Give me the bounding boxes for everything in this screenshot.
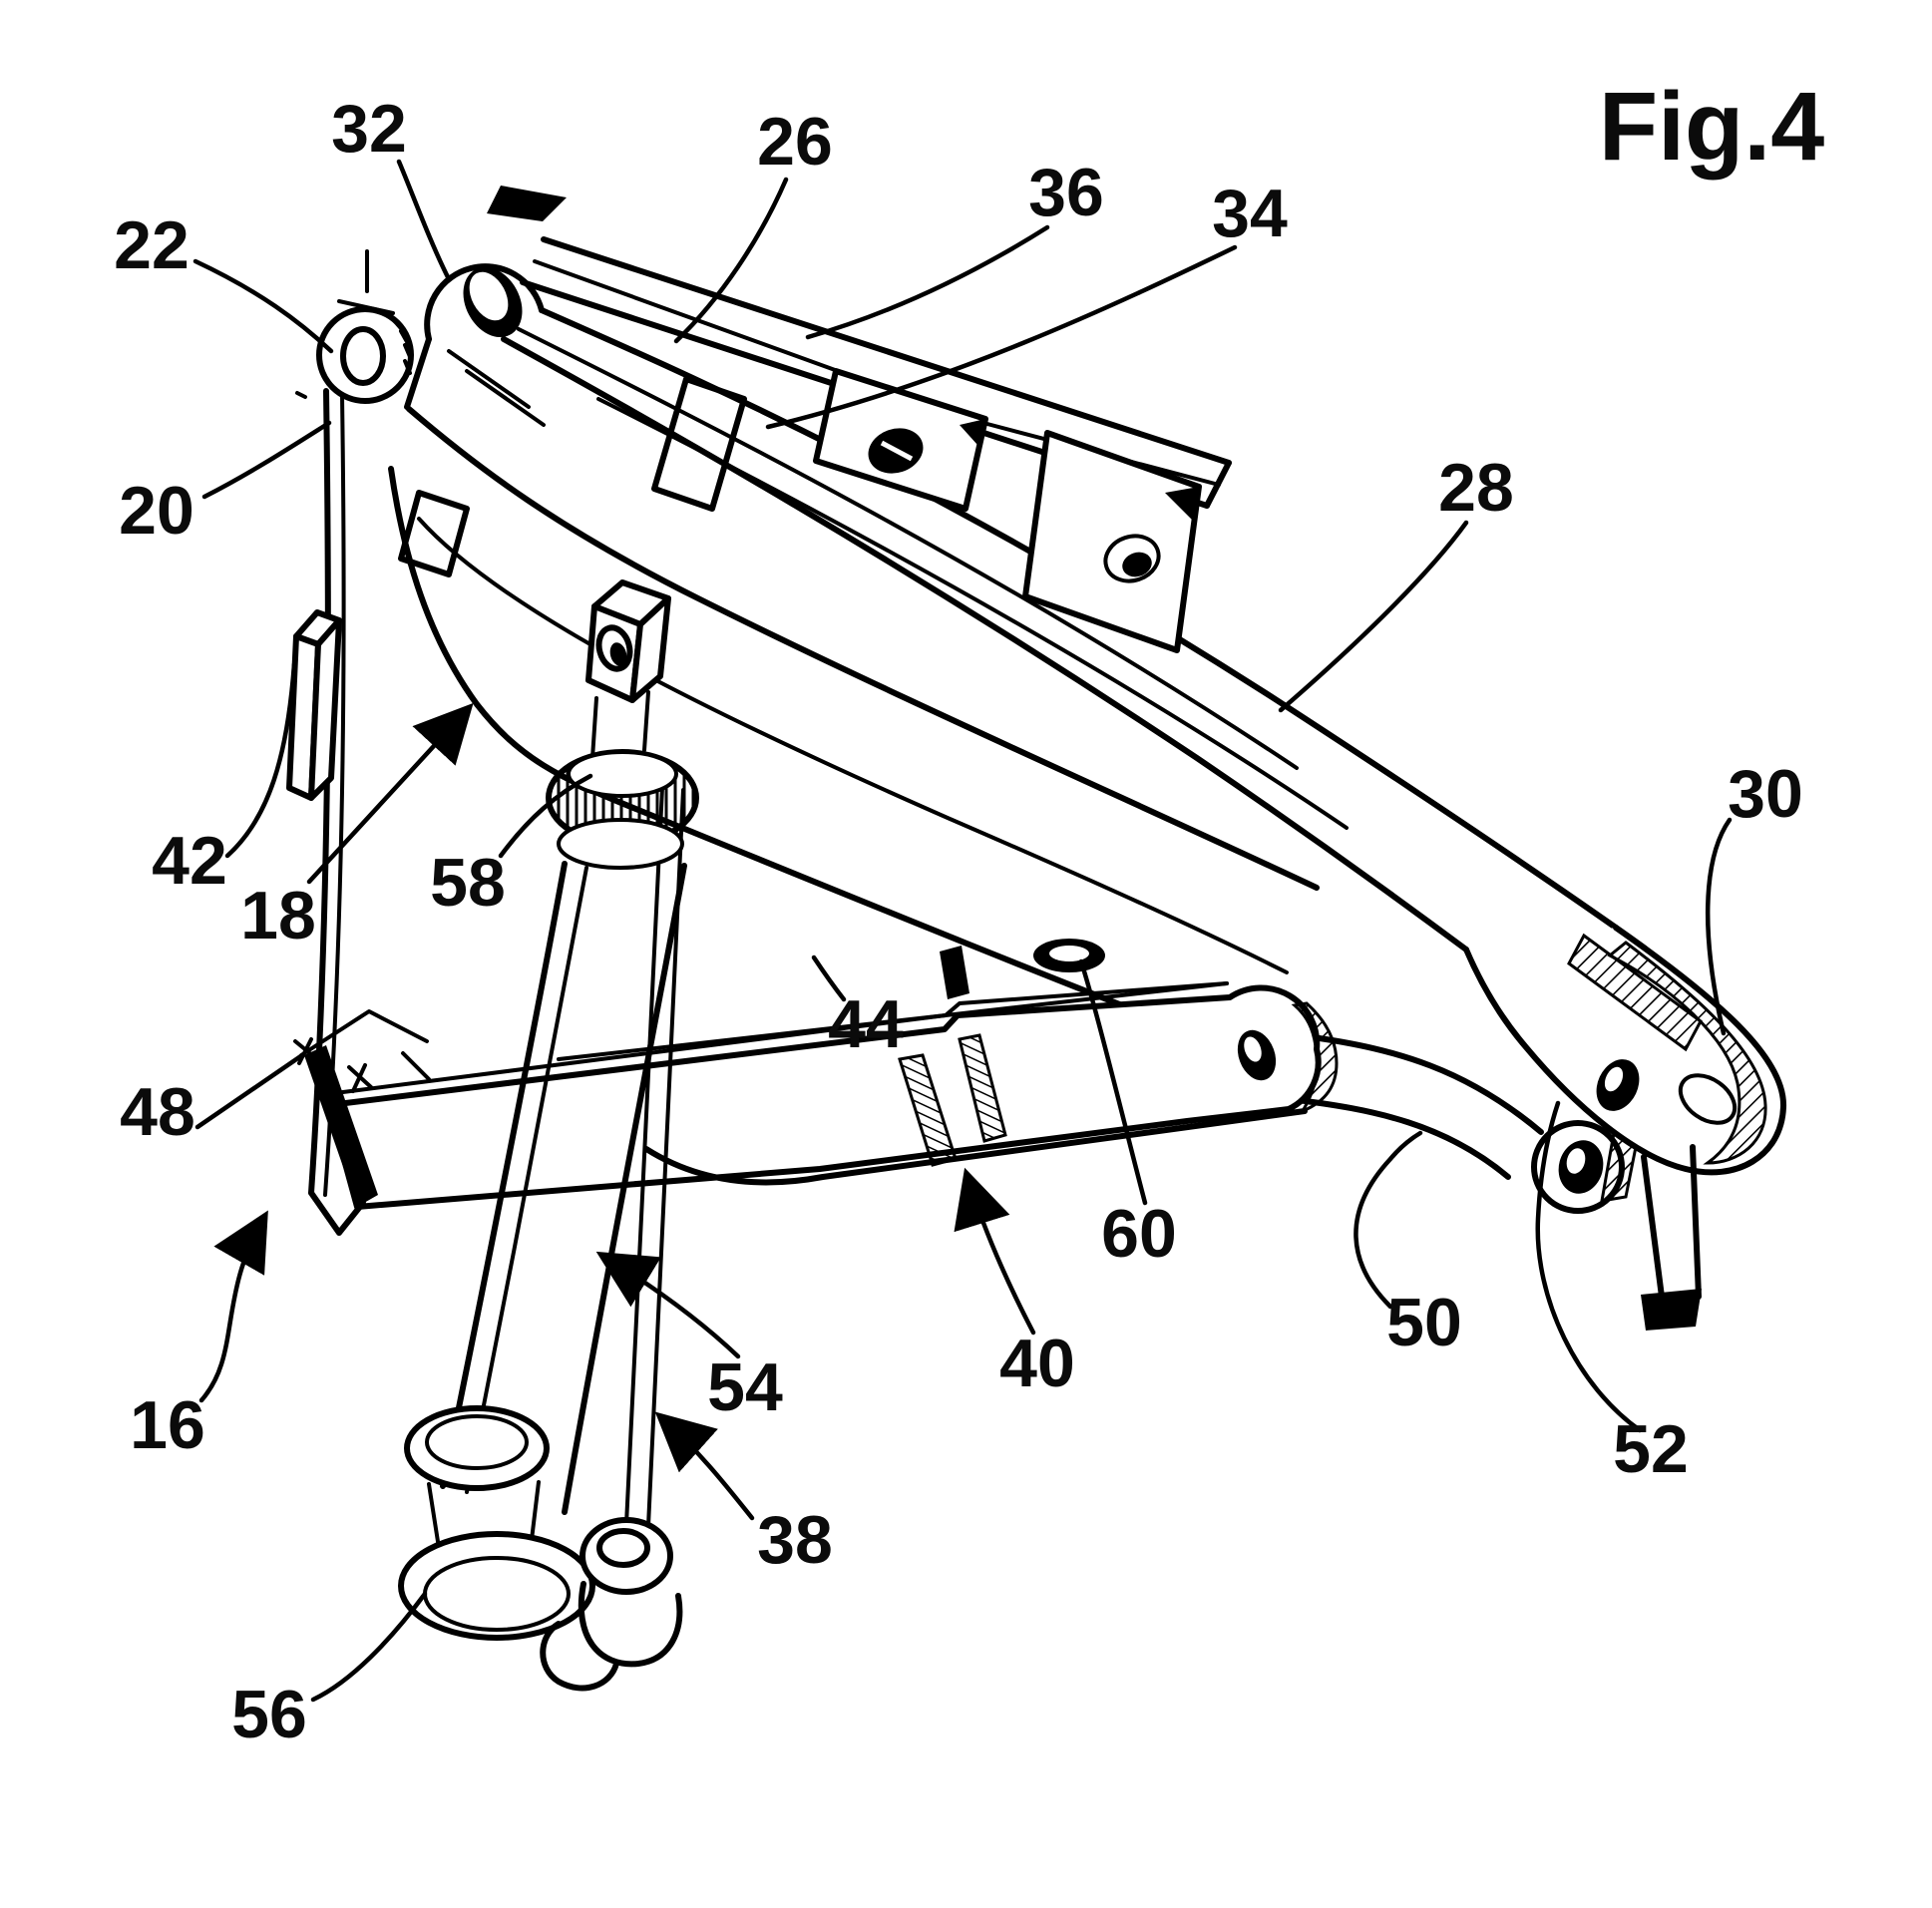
bar-44	[293, 939, 1339, 1210]
ref-label-18: 18	[240, 878, 316, 954]
leader-line-20	[201, 420, 332, 500]
hook-kidney-window	[1678, 1073, 1738, 1125]
leader-line-32	[396, 159, 452, 282]
pivot-knurl-boss	[651, 376, 747, 512]
leader-line-40	[954, 1167, 1036, 1336]
leader-line-58	[498, 773, 593, 859]
reference-labels: 22 32 26 36 34 20 28 30 42 58 18 44 48 60 50 40 54 16 52 38…	[114, 91, 1803, 1752]
ref-label-54: 54	[707, 1349, 783, 1425]
ref-label-30: 30	[1728, 756, 1803, 832]
leader-line-56	[310, 1591, 428, 1703]
ref-label-16: 16	[130, 1387, 205, 1463]
ref-label-42: 42	[152, 823, 227, 899]
center-mark	[337, 249, 395, 315]
leader-line-26	[673, 177, 789, 344]
leader-line-30	[1706, 817, 1733, 1036]
lug-22-hole	[340, 326, 386, 386]
rod-foot	[578, 1581, 683, 1668]
ref-label-48: 48	[120, 1074, 195, 1150]
ref-label-36: 36	[1028, 155, 1104, 230]
leader-line-54	[595, 1251, 741, 1359]
leader-line-52	[1535, 1100, 1643, 1433]
right-hook-end	[1463, 925, 1787, 1331]
leader-line-22	[193, 258, 334, 354]
ref-label-40: 40	[999, 1326, 1075, 1401]
screw-58	[546, 579, 699, 870]
bar-left-shade	[304, 1045, 378, 1207]
link-pivot-knurl	[1600, 1130, 1638, 1203]
hook-strip-knurl	[1567, 933, 1703, 1052]
ref-label-58: 58	[430, 845, 506, 921]
leader-line-48	[194, 1052, 305, 1130]
leader-line-60	[1078, 958, 1148, 1206]
ref-label-60: 60	[1101, 1196, 1177, 1272]
ref-label-44: 44	[828, 986, 904, 1062]
cylinder-56	[398, 861, 687, 1692]
ref-label-56: 56	[231, 1677, 307, 1752]
leader-line-50	[1353, 1130, 1423, 1310]
hook-knurl-band	[1607, 941, 1767, 1165]
leader-line-18	[306, 702, 474, 885]
ref-label-22: 22	[114, 207, 190, 283]
ref-label-32: 32	[331, 91, 407, 167]
ref-label-50: 50	[1386, 1285, 1462, 1360]
ref-label-34: 34	[1212, 176, 1288, 251]
leader-line-16	[198, 1210, 268, 1403]
leader-line-28	[1278, 520, 1469, 713]
leader-line-38	[654, 1411, 755, 1521]
pad-right	[1022, 430, 1202, 653]
leader-line-36	[805, 224, 1050, 340]
base-plate	[286, 186, 567, 1236]
rod-foot-hook	[540, 1621, 619, 1692]
cylinder-collar-ring	[404, 1405, 550, 1491]
ref-label-26: 26	[757, 104, 833, 180]
bracket-pads	[813, 368, 1202, 653]
rod-eyelet-hole	[596, 1528, 650, 1568]
leader-line-34	[765, 244, 1238, 430]
screw-collar	[557, 818, 684, 870]
block-42	[286, 609, 342, 801]
figure-title: Fig.4	[1599, 72, 1824, 181]
hook-foot	[1641, 1289, 1702, 1331]
elbow-knurl-band	[398, 490, 470, 577]
ref-label-28: 28	[1438, 450, 1514, 526]
cylinder-bottom-cap	[398, 1531, 595, 1641]
linkage-assembly-drawing	[286, 186, 1787, 1692]
bar-step-knurl-b	[958, 1033, 1007, 1143]
ref-label-20: 20	[119, 473, 194, 549]
clevis-26-outline	[424, 263, 545, 342]
ref-label-52: 52	[1613, 1411, 1689, 1487]
drag-link	[1286, 1034, 1638, 1214]
leader-line-44	[811, 954, 847, 1002]
leader-line-42	[224, 661, 297, 859]
ref-label-38: 38	[757, 1502, 833, 1578]
clevis-26-shade	[487, 186, 567, 221]
